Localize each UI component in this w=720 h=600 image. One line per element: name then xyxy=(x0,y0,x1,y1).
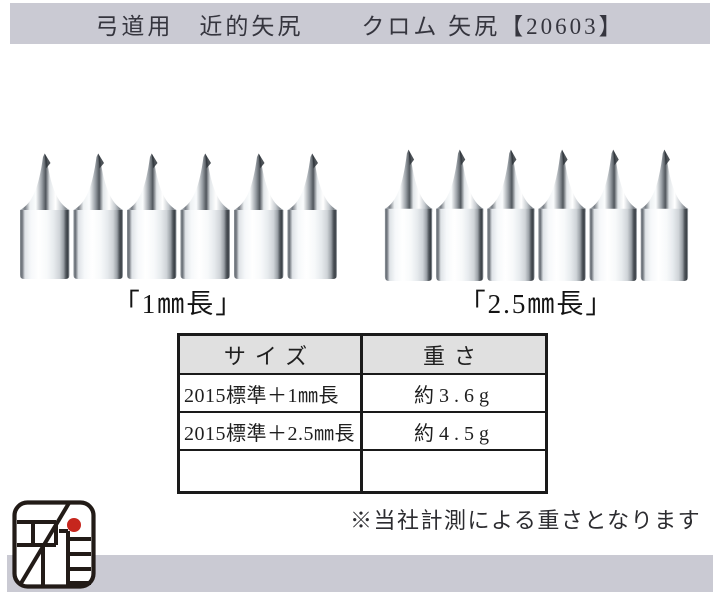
header-title-left: 弓道用 近的矢尻 xyxy=(95,13,304,39)
size-value-2-5mm: 2015標準＋2.5㎜長 xyxy=(177,411,363,451)
size-value-empty xyxy=(177,449,363,494)
product-label-2-5mm: 「2.5㎜長」 xyxy=(458,289,615,319)
spec-table: サイズ 重さ 2015標準＋1㎜長 約3.6g 2015標準＋2.5㎜長 約4.… xyxy=(177,333,548,494)
table-row-empty xyxy=(177,449,548,494)
footer-bar xyxy=(7,555,713,592)
spec-col-weight: 重さ xyxy=(360,333,548,375)
size-value-1mm: 2015標準＋1㎜長 xyxy=(177,373,363,413)
table-row: 2015標準＋1㎜長 約3.6g xyxy=(177,373,548,413)
miyabi-crest-icon xyxy=(12,500,96,589)
weight-value-empty xyxy=(360,449,548,494)
logo-red-dot xyxy=(67,518,81,532)
product-label-1mm: 「1㎜長」 xyxy=(112,289,245,319)
measurement-note: ※当社計測による重さとなります xyxy=(350,508,702,533)
spec-table-header-row: サイズ 重さ xyxy=(177,333,548,375)
weight-value-1mm: 約3.6g xyxy=(360,373,548,413)
weight-value-2-5mm: 約4.5g xyxy=(360,411,548,451)
header-bar: 弓道用 近的矢尻 クロム 矢尻【20603】 xyxy=(10,3,710,44)
header-title-right: クロム 矢尻【20603】 xyxy=(361,13,625,39)
product-photo-1mm-tips xyxy=(20,153,337,279)
table-row: 2015標準＋2.5㎜長 約4.5g xyxy=(177,411,548,451)
product-photo-2-5mm-tips xyxy=(384,149,689,281)
spec-col-size: サイズ xyxy=(177,333,363,375)
